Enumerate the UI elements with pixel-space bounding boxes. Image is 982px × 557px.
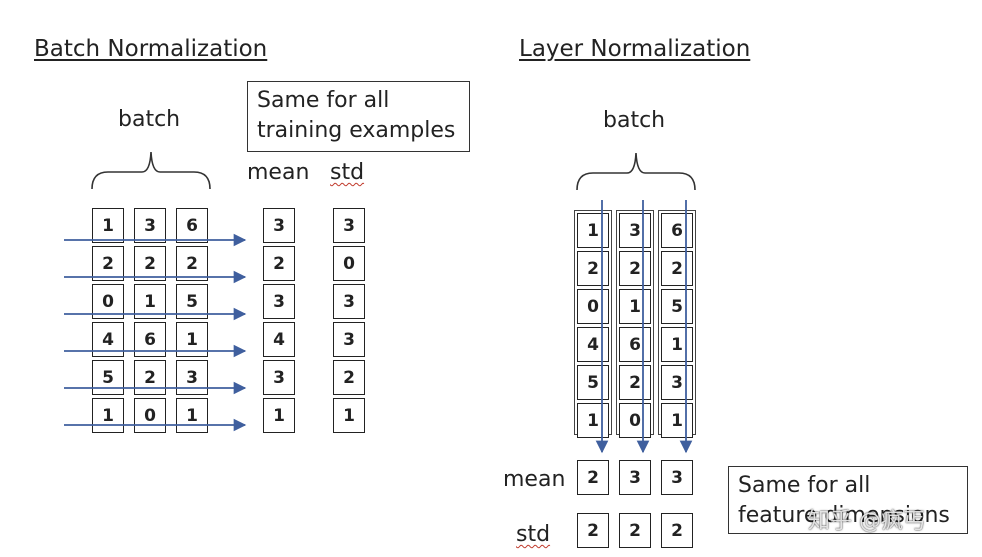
batchnorm-cell: 4 [92,322,124,357]
batchnorm-brace [91,151,211,190]
batchnorm-cell: 1 [134,284,166,319]
batchnorm-mean-cell: 3 [263,284,295,319]
batchnorm-std-cell: 1 [333,398,365,433]
layernorm-std-cell: 2 [619,513,651,548]
batchnorm-note: Same for all training examples [247,81,470,152]
watermark: 知乎 @疯丐 [808,509,925,534]
layernorm-cell: 1 [577,403,609,438]
batchnorm-note-line2: training examples [257,118,456,143]
batchnorm-cell: 2 [92,246,124,281]
batchnorm-mean-cell: 3 [263,208,295,243]
batchnorm-mean-cell: 2 [263,246,295,281]
batchnorm-cell: 1 [92,208,124,243]
layernorm-mean-cell: 3 [661,460,693,495]
layernorm-cell: 6 [619,327,651,362]
layernorm-cell: 0 [577,289,609,324]
batchnorm-cell: 2 [176,246,208,281]
batchnorm-std-label: std [330,160,365,185]
batchnorm-std-cell: 2 [333,360,365,395]
layernorm-cell: 6 [661,213,693,248]
layernorm-cell: 3 [619,213,651,248]
batchnorm-note-line1: Same for all [257,88,390,113]
batchnorm-mean-label: mean [247,160,310,185]
layernorm-note-line2: feature dimensions [738,503,950,528]
layernorm-mean-label: mean [503,467,566,492]
batchnorm-std-cell: 3 [333,284,365,319]
layernorm-brace [576,152,696,191]
batchnorm-cell: 0 [92,284,124,319]
batchnorm-cell: 1 [92,398,124,433]
layernorm-batch-label: batch [603,108,666,133]
batchnorm-cell: 1 [176,322,208,357]
layernorm-cell: 2 [619,251,651,286]
layernorm-cell: 2 [619,365,651,400]
batchnorm-cell: 3 [134,208,166,243]
batchnorm-std-cell: 3 [333,208,365,243]
batchnorm-cell: 1 [176,398,208,433]
layernorm-cell: 1 [661,327,693,362]
layernorm-cell: 2 [577,251,609,286]
batchnorm-cell: 3 [176,360,208,395]
layernorm-cell: 5 [661,289,693,324]
batchnorm-cell: 6 [134,322,166,357]
layernorm-cell: 1 [619,289,651,324]
layernorm-title: Layer Normalization [519,36,751,62]
batchnorm-cell: 0 [134,398,166,433]
layernorm-cell: 1 [661,403,693,438]
batchnorm-cell: 2 [134,246,166,281]
layernorm-mean-cell: 2 [577,460,609,495]
layernorm-cell: 5 [577,365,609,400]
batchnorm-mean-cell: 1 [263,398,295,433]
batchnorm-batch-label: batch [118,107,181,132]
layernorm-std-label: std [516,522,551,547]
batchnorm-std-cell: 3 [333,322,365,357]
batchnorm-std-cell: 0 [333,246,365,281]
batchnorm-cell: 5 [92,360,124,395]
batchnorm-title: Batch Normalization [34,36,268,62]
batchnorm-mean-cell: 4 [263,322,295,357]
layernorm-cell: 3 [661,365,693,400]
batchnorm-cell: 6 [176,208,208,243]
batchnorm-cell: 5 [176,284,208,319]
layernorm-note-line1: Same for all [738,473,871,498]
layernorm-cell: 2 [661,251,693,286]
layernorm-note: Same for all feature dimensions [728,466,968,534]
layernorm-cell: 4 [577,327,609,362]
layernorm-mean-cell: 3 [619,460,651,495]
layernorm-cell: 0 [619,403,651,438]
layernorm-cell: 1 [577,213,609,248]
layernorm-std-cell: 2 [661,513,693,548]
batchnorm-mean-cell: 3 [263,360,295,395]
layernorm-std-cell: 2 [577,513,609,548]
batchnorm-cell: 2 [134,360,166,395]
